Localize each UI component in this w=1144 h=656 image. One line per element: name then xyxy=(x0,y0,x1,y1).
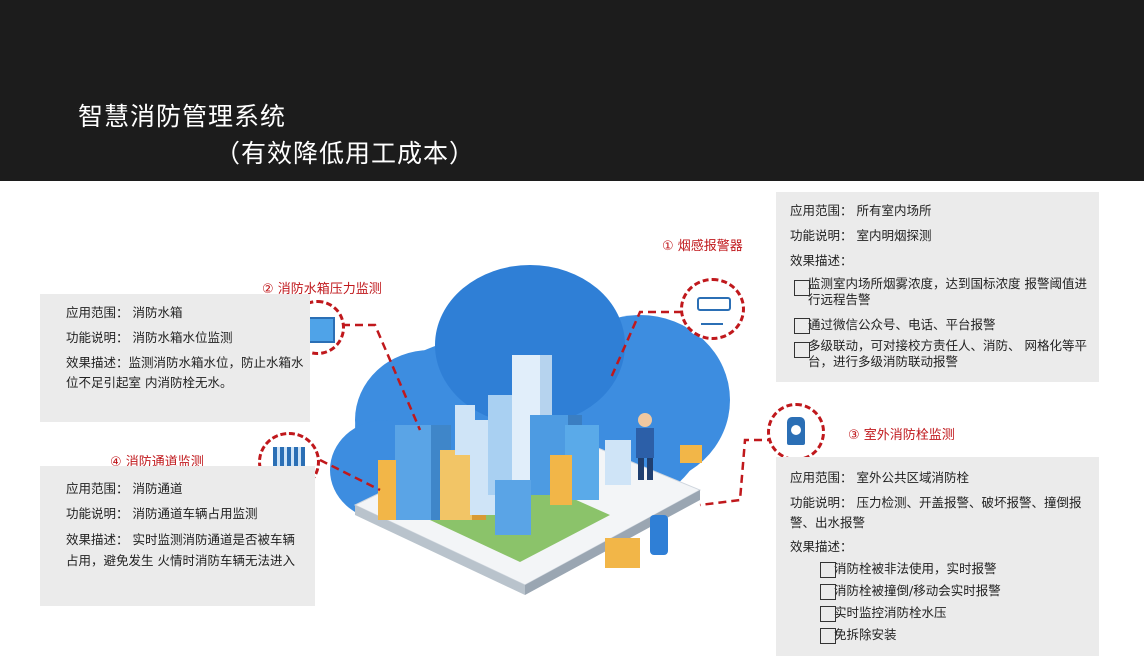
person-figure xyxy=(636,413,702,480)
hydrant-drawing xyxy=(605,515,668,568)
smoke-effect-label: 效果描述： xyxy=(790,253,853,268)
hydrant-effect-item: 免拆除安装 xyxy=(816,624,1099,646)
passage-panel: 应用范围： 消防通道 功能说明： 消防通道车辆占用监测 效果描述： 实时监测消防… xyxy=(40,466,315,606)
water-tank-title: ② 消防水箱压力监测 xyxy=(262,282,382,297)
smoke-scope: 应用范围： 所有室内场所 xyxy=(790,203,932,218)
water-tank-scope: 应用范围： 消防水箱 xyxy=(66,305,183,320)
connector-lines xyxy=(319,310,775,507)
hydrant-effect-item: 消防栓被撞倒/移动会实时报警 xyxy=(816,580,1099,602)
hydrant-effect-item: 消防栓被非法使用，实时报警 xyxy=(816,558,1099,580)
hydrant-function: 功能说明： 压力检测、开盖报警、破坏报警、撞倒报警、出水报警 xyxy=(790,495,1082,530)
hydrant-effect-item: 实时监控消防栓水压 xyxy=(816,602,1099,624)
smoke-effect-item: 通过微信公众号、电话、平台报警 xyxy=(790,314,1099,336)
city-buildings xyxy=(378,355,631,535)
passage-scope: 应用范围： 消防通道 xyxy=(66,481,183,496)
water-tank-function: 功能说明： 消防水箱水位监测 xyxy=(66,330,233,345)
hydrant-title: ③ 室外消防栓监测 xyxy=(848,428,955,443)
smoke-panel: 应用范围： 所有室内场所 功能说明： 室内明烟探测 效果描述： 监测室内场所烟雾… xyxy=(776,192,1099,382)
water-tank-panel: 应用范围： 消防水箱 功能说明： 消防水箱水位监测 效果描述：监测消防水箱水位，… xyxy=(40,294,310,422)
passage-effect: 效果描述： 实时监测消防通道是否被车辆占用，避免发生 火情时消防车辆无法进入 xyxy=(66,532,295,568)
hydrant-effect-label: 效果描述： xyxy=(790,539,853,554)
page-subtitle: （有效降低用工成本） xyxy=(215,139,476,168)
passage-function: 功能说明： 消防通道车辆占用监测 xyxy=(66,506,258,521)
smoke-function: 功能说明： 室内明烟探测 xyxy=(790,228,932,243)
header-banner: 智慧消防管理系统 （有效降低用工成本） xyxy=(0,0,1144,181)
hydrant-scope: 应用范围： 室外公共区域消防栓 xyxy=(790,470,969,485)
smoke-detector-icon xyxy=(680,278,745,340)
fire-hydrant-icon xyxy=(767,403,825,461)
smoke-effect-item: 多级联动，可对接校方责任人、消防、 网格化等平台，进行多级消防联动报警 xyxy=(790,338,1098,370)
smoke-title: ① 烟感报警器 xyxy=(662,239,743,254)
hydrant-panel: 应用范围： 室外公共区域消防栓 功能说明： 压力检测、开盖报警、破坏报警、撞倒报… xyxy=(776,457,1099,656)
water-tank-effect: 效果描述：监测消防水箱水位，防止水箱水位不足引起室 内消防栓无水。 xyxy=(66,355,304,390)
smoke-effect-item: 监测室内场所烟雾浓度，达到国标浓度 报警阈值进行远程告警 xyxy=(790,276,1098,308)
page-title: 智慧消防管理系统 xyxy=(78,102,287,131)
